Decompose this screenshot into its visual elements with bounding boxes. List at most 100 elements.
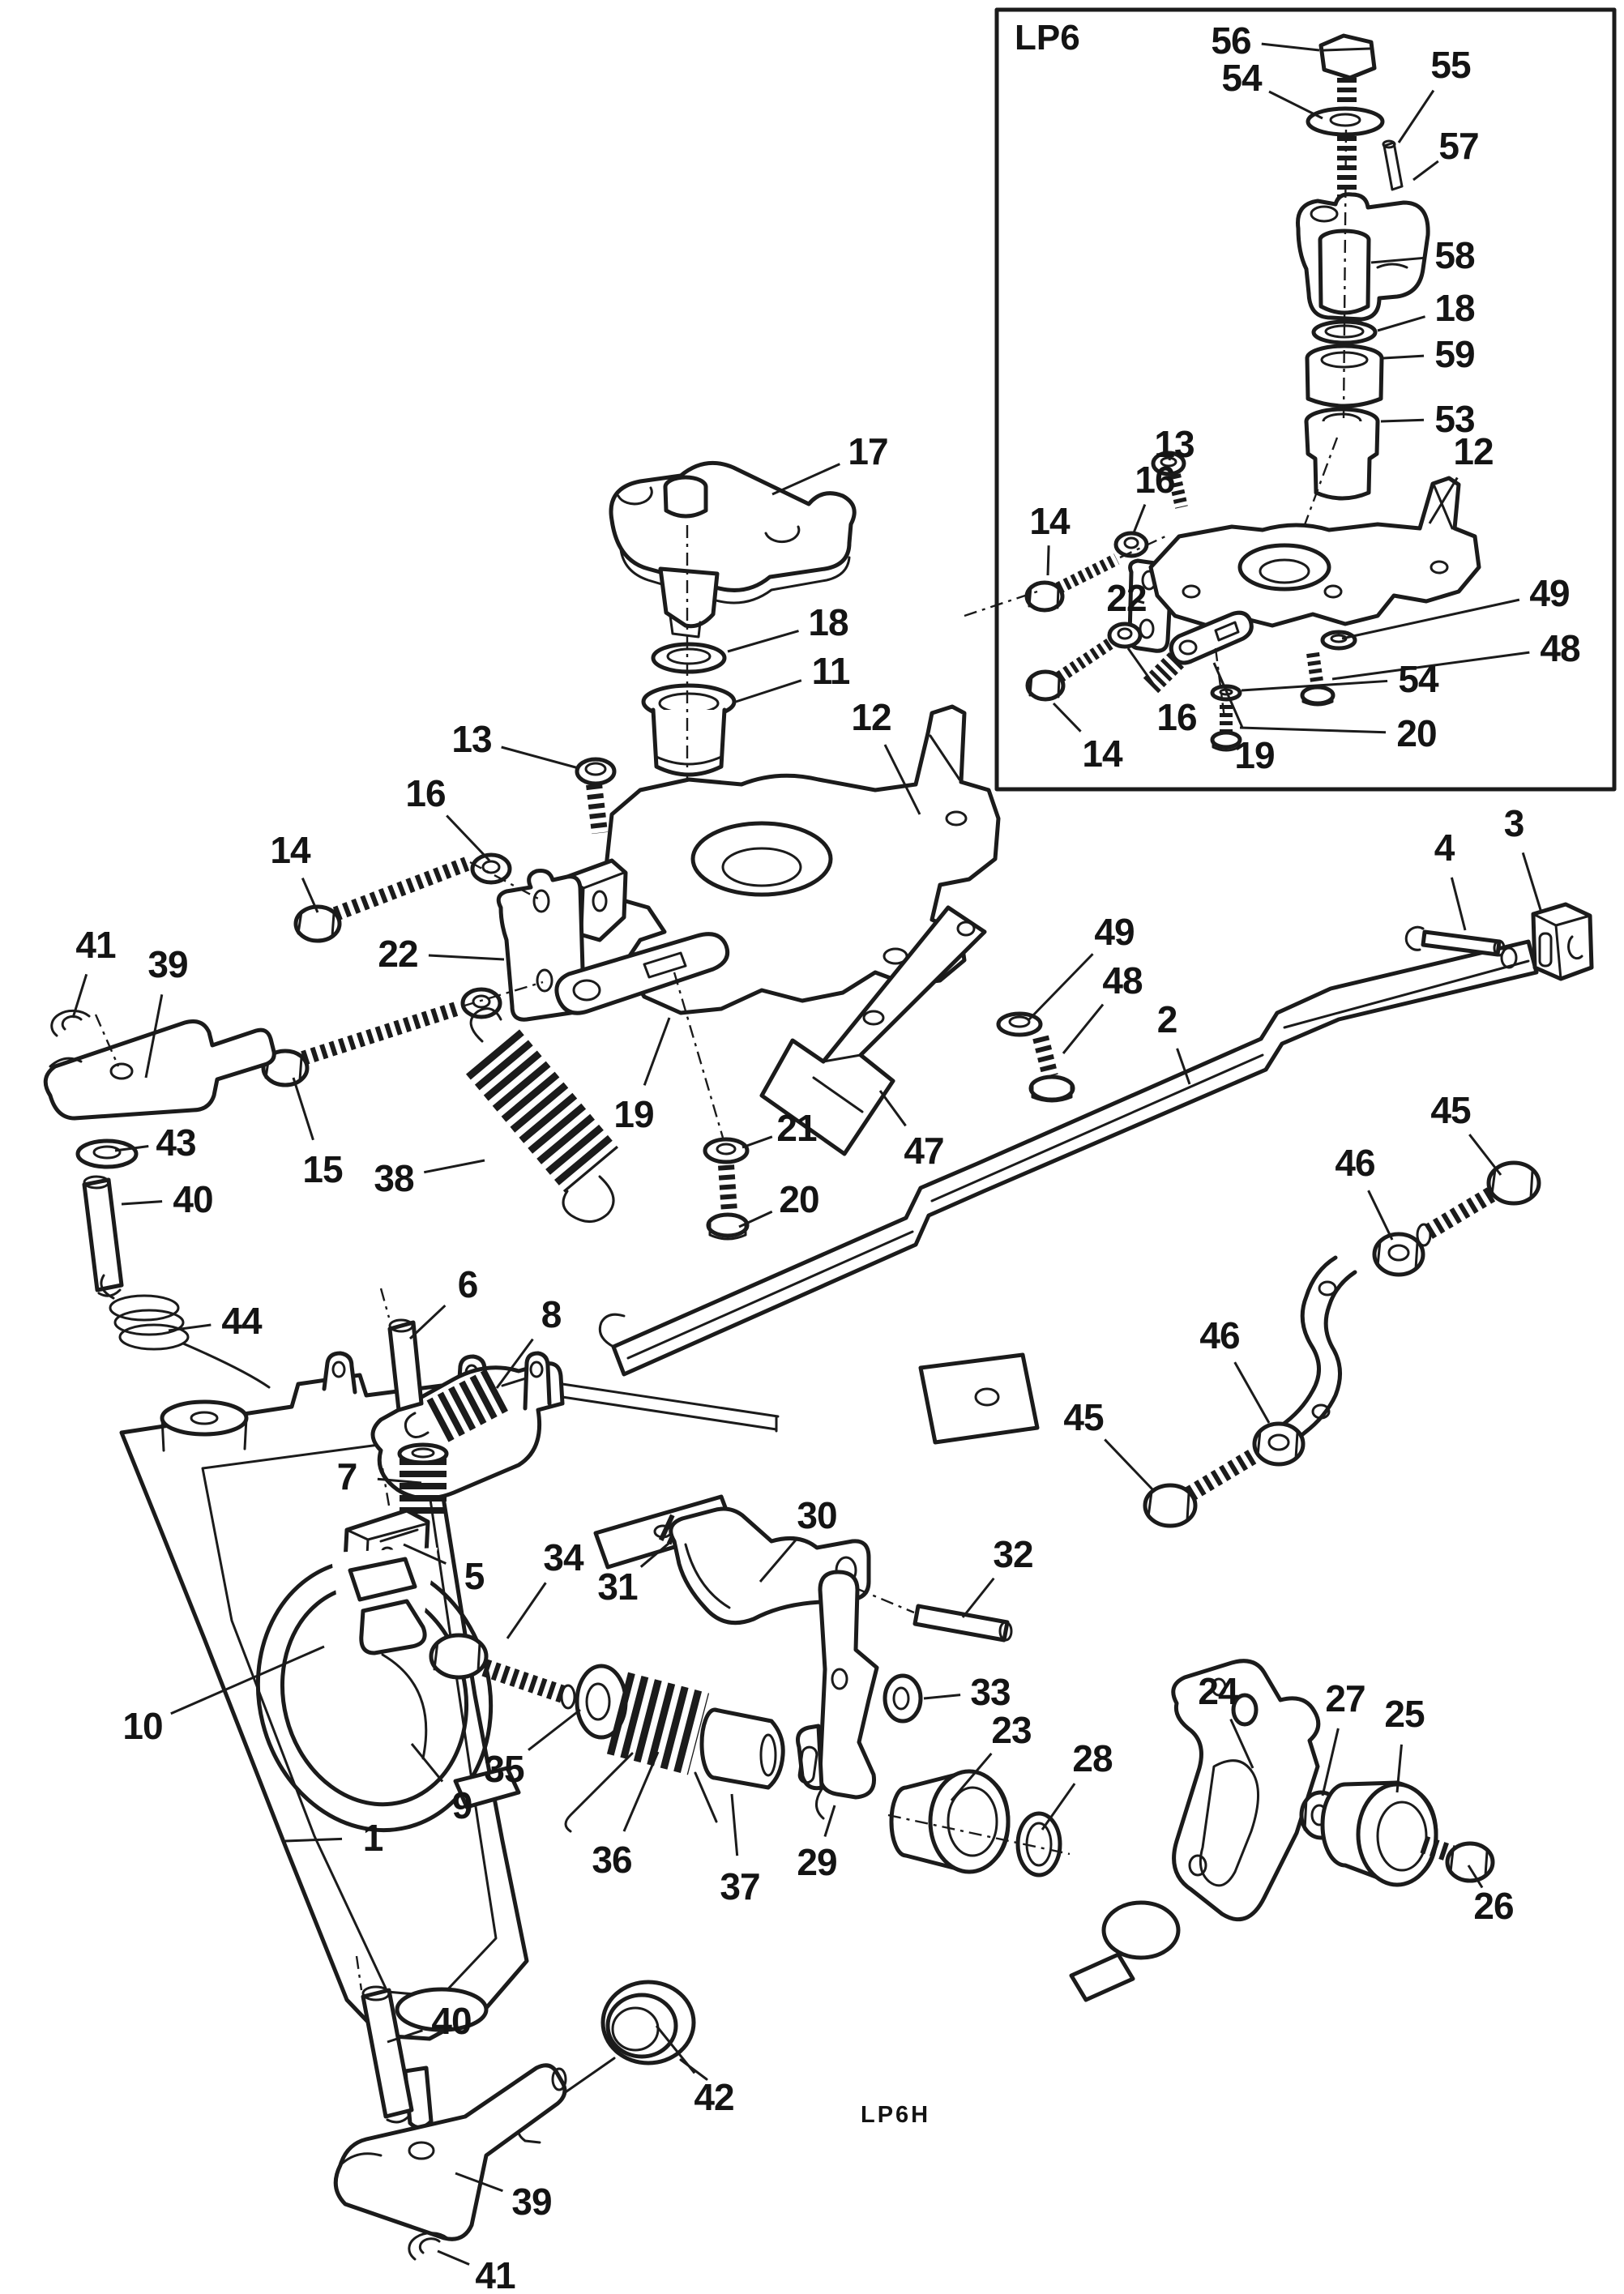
leader-line xyxy=(1268,90,1323,120)
part-number-label: 28 xyxy=(1072,1737,1113,1779)
part-number-label: 13 xyxy=(451,718,492,760)
leader-line xyxy=(759,1537,798,1583)
part-bolt-45-upper xyxy=(1416,1160,1541,1247)
part-washer-21 xyxy=(703,1137,750,1164)
part-bolt-14 xyxy=(293,857,541,943)
part-nut-46-upper xyxy=(1372,1232,1425,1277)
part-number-label: 56 xyxy=(1211,19,1251,62)
leader-line xyxy=(1239,726,1387,734)
inset-flange-12 xyxy=(1148,476,1481,628)
leader-line xyxy=(1241,679,1388,692)
leader-line xyxy=(1521,852,1543,913)
leader-line xyxy=(643,1017,671,1086)
part-number-label: 23 xyxy=(991,1709,1032,1751)
part-number-label: 16 xyxy=(405,772,446,814)
part-spring-44 xyxy=(100,1274,271,1389)
part-clip-41-bottom xyxy=(408,2232,449,2261)
part-rod-2 xyxy=(598,939,1539,1377)
leader-line xyxy=(1229,1719,1254,1769)
leader-line xyxy=(506,1582,547,1639)
leader-line xyxy=(950,1752,993,1801)
part-number-label: 18 xyxy=(808,601,848,643)
leader-line xyxy=(1046,545,1050,576)
part-number-label: 20 xyxy=(1396,712,1437,754)
part-number-label: 43 xyxy=(156,1121,196,1164)
part-number-label: 57 xyxy=(1438,125,1479,167)
leader-line xyxy=(1052,702,1082,733)
leader-line xyxy=(528,1708,581,1751)
leader-line xyxy=(823,1805,836,1837)
part-number-label: 48 xyxy=(1102,959,1143,1002)
inset-code: LP6 xyxy=(1015,18,1080,58)
leader-line xyxy=(1126,647,1160,693)
inset-bushing-53 xyxy=(1304,407,1380,501)
part-pin-6 xyxy=(379,1288,424,1412)
leader-line xyxy=(71,973,88,1019)
part-screw-48 xyxy=(1028,1035,1075,1103)
part-number-label: 27 xyxy=(1325,1677,1365,1719)
part-number-label: 7 xyxy=(336,1455,358,1497)
part-number-label: 1 xyxy=(362,1817,384,1859)
leader-line xyxy=(1370,256,1425,264)
part-number-label: 26 xyxy=(1473,1885,1514,1927)
inset-box xyxy=(994,7,1617,792)
part-clip-47 xyxy=(759,905,987,1156)
part-number-label: 12 xyxy=(1453,430,1494,472)
part-bolt-34 xyxy=(429,1633,576,1710)
leader-line xyxy=(292,1077,314,1141)
leader-line xyxy=(301,878,319,913)
part-pin-32 xyxy=(855,1587,1013,1643)
leader-line xyxy=(878,1090,907,1127)
inset-link-19 xyxy=(1169,610,1254,665)
part-number-label: 10 xyxy=(122,1705,163,1747)
leader-line xyxy=(410,1743,444,1783)
part-number-label: 36 xyxy=(592,1839,632,1881)
part-number-label: 19 xyxy=(613,1093,654,1135)
leader-line xyxy=(501,745,579,770)
part-number-label: 44 xyxy=(221,1300,262,1342)
leader-line xyxy=(1062,1003,1105,1054)
leader-line xyxy=(741,1135,773,1149)
part-number-label: 35 xyxy=(484,1748,524,1790)
part-ring-18 xyxy=(651,642,727,674)
part-bolt-26 xyxy=(1420,1835,1495,1883)
leader-line xyxy=(455,2172,503,2193)
leader-line xyxy=(1467,1865,1484,1889)
part-number-label: 49 xyxy=(1094,911,1135,953)
part-nut-16-upper xyxy=(470,852,512,885)
part-number-label: 22 xyxy=(378,933,418,975)
part-number-label: 16 xyxy=(1135,459,1175,501)
leader-line xyxy=(168,1323,212,1332)
leader-line xyxy=(923,1694,961,1700)
part-number-label: 53 xyxy=(1434,398,1475,440)
part-clamp-10 xyxy=(348,1557,521,1809)
leader-line xyxy=(1176,1048,1191,1085)
part-number-label: 54 xyxy=(1398,658,1438,700)
part-number-label: 41 xyxy=(75,924,116,966)
part-lever-29 xyxy=(796,1570,879,1820)
inset-screw-20 xyxy=(1210,705,1242,752)
footer-code: LP6H xyxy=(861,2102,931,2128)
part-number-label: 47 xyxy=(904,1130,944,1172)
part-snap-ring-28 xyxy=(1015,1811,1062,1877)
leader-line xyxy=(403,1543,447,1565)
part-number-label: 14 xyxy=(270,829,310,871)
leader-line xyxy=(727,630,799,653)
part-pin-40 xyxy=(82,1175,124,1297)
leader-line xyxy=(961,1577,995,1618)
part-spring-7 xyxy=(397,1442,449,1517)
leader-line xyxy=(387,2029,423,2044)
leader-line xyxy=(1428,476,1459,524)
part-number-label: 30 xyxy=(797,1494,837,1536)
leader-line xyxy=(1412,160,1439,182)
leader-line xyxy=(121,1200,163,1206)
leader-line xyxy=(446,814,491,862)
leader-line xyxy=(1331,651,1530,681)
leader-line xyxy=(1367,1190,1394,1241)
part-number-label: 31 xyxy=(597,1566,638,1608)
part-number-label: 29 xyxy=(797,1841,837,1883)
part-number-label: 25 xyxy=(1384,1693,1425,1735)
part-bolt-15 xyxy=(261,980,544,1087)
inset-washer-16-lower xyxy=(1107,622,1143,649)
part-number-label: 18 xyxy=(1434,287,1475,329)
